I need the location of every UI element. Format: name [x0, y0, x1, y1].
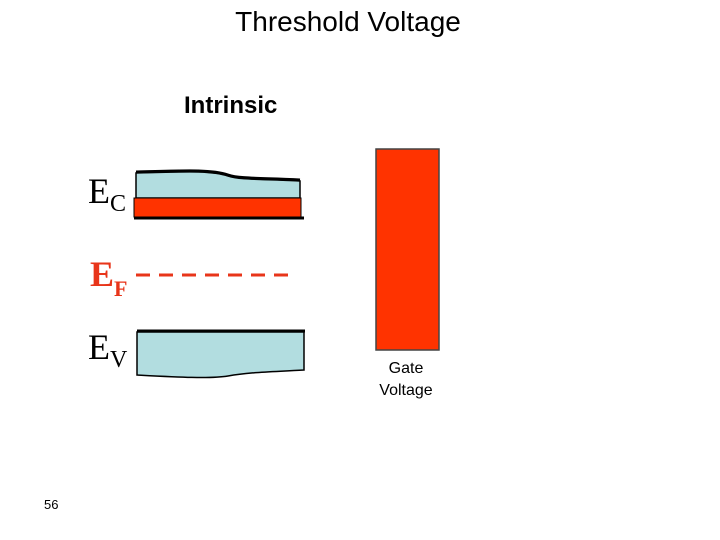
valence-band [136, 331, 305, 379]
ev-label-main: E [88, 327, 110, 367]
conduction-band-top-edge [135, 169, 301, 182]
ec-label-sub: C [110, 191, 127, 217]
gate-label-line1: Gate [388, 360, 424, 377]
gate-label-line2: Voltage [379, 382, 433, 399]
ef-label-sub: F [114, 276, 128, 301]
ec-label-main: E [88, 171, 110, 211]
ec-label: EC [88, 170, 126, 217]
slide-title: Threshold Voltage [235, 6, 461, 37]
ef-label-main: E [90, 254, 115, 294]
ev-label-sub: V [110, 347, 128, 373]
gate-voltage-bar [375, 148, 440, 351]
ef-label: EF [90, 253, 127, 301]
slide-subtitle: Intrinsic [184, 92, 278, 119]
page-number: 56 [44, 497, 59, 512]
gate-voltage-label: Gate Voltage [356, 358, 456, 402]
ev-label: EV [88, 326, 127, 373]
conduction-band-electron-layer [133, 197, 302, 218]
conduction-band [135, 171, 301, 199]
